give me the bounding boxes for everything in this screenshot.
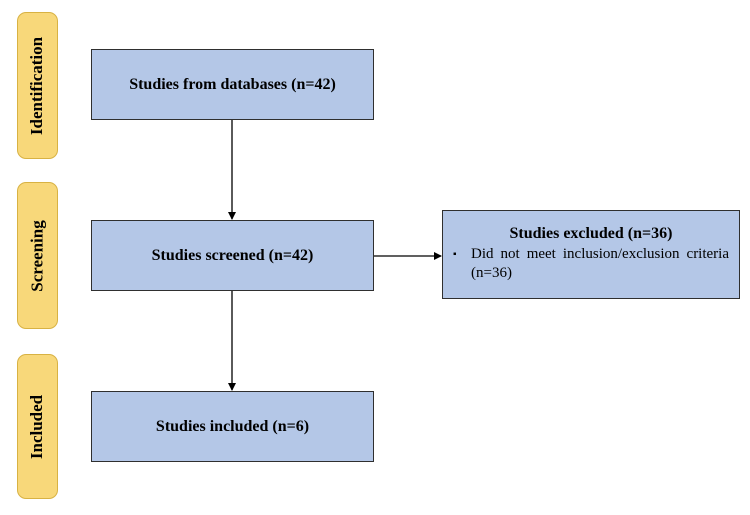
bullet-icon: ▪ [453,249,457,260]
stage-label-screening: Screening [17,182,58,329]
excluded-reason-text: Did not meet inclusion/exclusion criteri… [471,246,729,281]
box-included-label: Studies included (n=6) [155,417,310,435]
box-excluded-title: Studies excluded (n=36) [509,225,673,242]
stage-label-included: Included [17,354,58,499]
box-screened-label: Studies screened (n=42) [151,246,314,264]
box-excluded: Studies excluded (n=36) ▪ Did not meet i… [442,210,740,299]
box-screened: Studies screened (n=42) [91,220,374,291]
box-databases: Studies from databases (n=42) [91,49,374,120]
box-included: Studies included (n=6) [91,391,374,462]
excluded-reason-item: ▪ Did not meet inclusion/exclusion crite… [453,245,729,283]
box-databases-label: Studies from databases (n=42) [129,75,336,93]
stage-label-identification: Identification [17,12,58,159]
